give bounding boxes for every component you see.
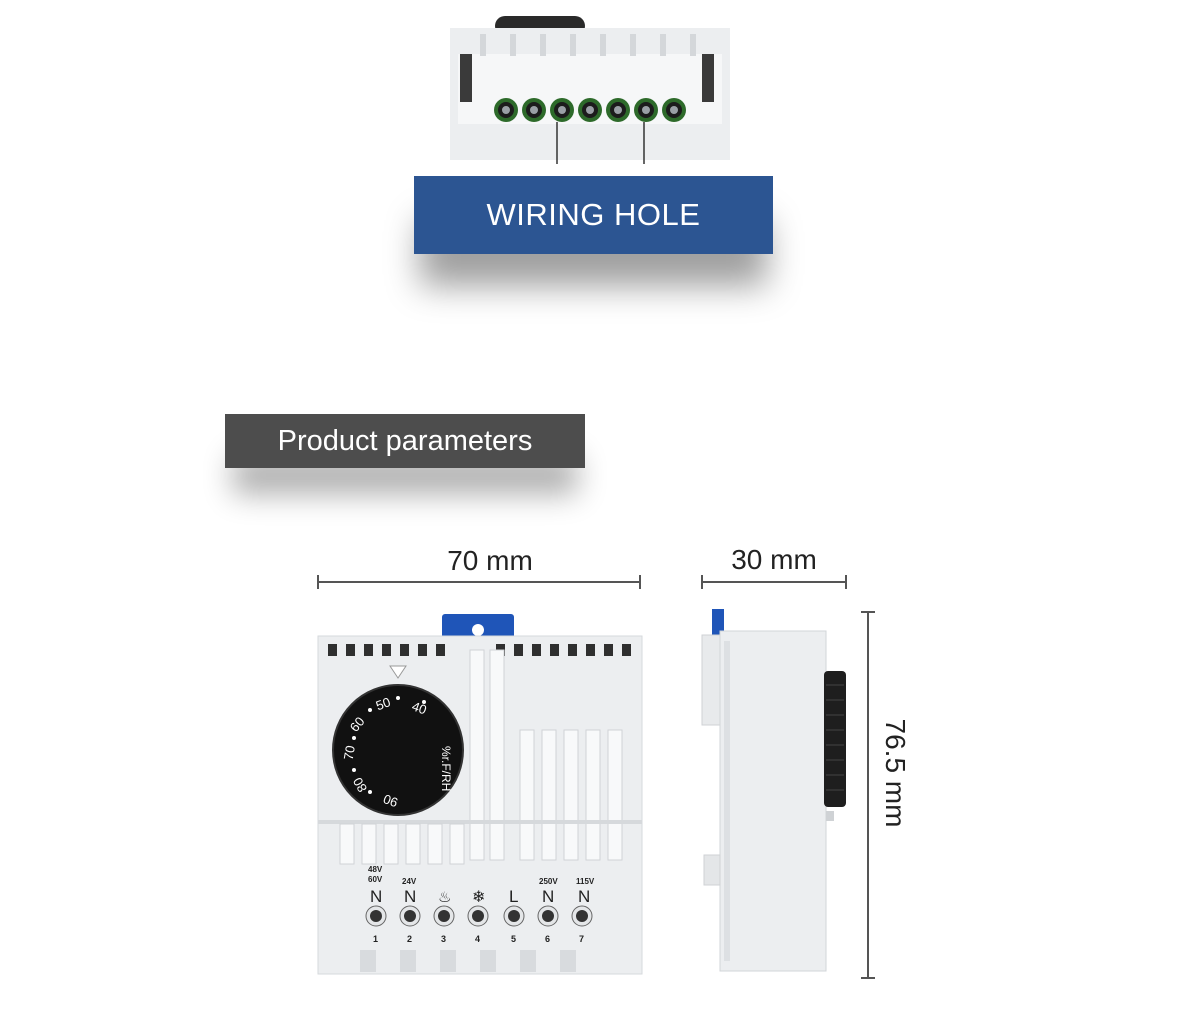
product-parameters-banner: Product parameters	[225, 414, 585, 468]
terminal-symbol: N	[370, 887, 382, 906]
terminal-voltage: 60V	[368, 875, 383, 884]
terminal-number: 2	[407, 934, 412, 944]
dial-number: 70	[341, 744, 358, 761]
terminal-symbol: N	[542, 887, 554, 906]
terminal-screw	[399, 905, 421, 927]
wiring-hole-label: WIRING HOLE	[414, 176, 773, 254]
dial-number: 50	[374, 694, 393, 713]
height-dimension-label: 76.5 mm	[880, 718, 911, 828]
heat-icon: ♨	[438, 889, 451, 906]
terminal-number: 5	[511, 934, 516, 944]
terminal-hole	[522, 98, 546, 122]
thermostat-front-view-image: 50 40 60 70 80 90 %r.F/RH 48V 60V 24V 25…	[317, 614, 643, 975]
terminal-voltage: 24V	[402, 877, 417, 886]
terminal-number: 6	[545, 934, 550, 944]
terminal-hole	[634, 98, 658, 122]
terminal-symbol: N	[578, 887, 590, 906]
terminal-symbol: N	[404, 887, 416, 906]
terminal-number: 3	[441, 934, 446, 944]
temperature-dial	[332, 684, 464, 816]
thermostat-side-view-image	[701, 609, 846, 972]
terminal-number: 4	[475, 934, 480, 944]
dial-number: 90	[381, 791, 400, 810]
terminal-number: 7	[579, 934, 584, 944]
terminal-hole	[606, 98, 630, 122]
terminal-hole	[550, 98, 574, 122]
width-dimension-label: 70 mm	[447, 545, 533, 576]
terminal-screw	[365, 905, 387, 927]
terminal-screw	[537, 905, 559, 927]
terminal-hole	[494, 98, 518, 122]
terminal-hole	[578, 98, 602, 122]
dial-unit: %r.F/RH	[439, 746, 453, 791]
terminal-voltage: 115V	[576, 877, 595, 886]
terminal-number: 1	[373, 934, 378, 944]
terminal-symbol: L	[509, 887, 518, 906]
terminal-screw	[503, 905, 525, 927]
terminal-hole	[662, 98, 686, 122]
thermostat-top-view-image	[450, 16, 730, 164]
terminal-screw	[467, 905, 489, 927]
dial-number: 80	[350, 775, 370, 795]
snowflake-icon: ❄	[472, 889, 485, 906]
depth-dimension-label: 30 mm	[731, 544, 817, 575]
terminal-screw	[571, 905, 593, 927]
callout-line	[556, 122, 645, 164]
terminal-voltage: 250V	[539, 877, 558, 886]
terminal-screw	[433, 905, 455, 927]
terminal-voltage: 48V	[368, 865, 383, 874]
